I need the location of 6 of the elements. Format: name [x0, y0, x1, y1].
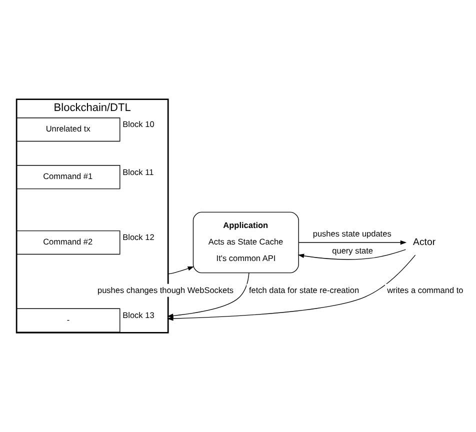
node-text: Actor: [413, 237, 436, 248]
arrow: [167, 254, 416, 321]
arrow: [167, 272, 250, 318]
arrow: [298, 249, 406, 260]
arrow: [168, 266, 194, 274]
arrow: [298, 240, 407, 245]
